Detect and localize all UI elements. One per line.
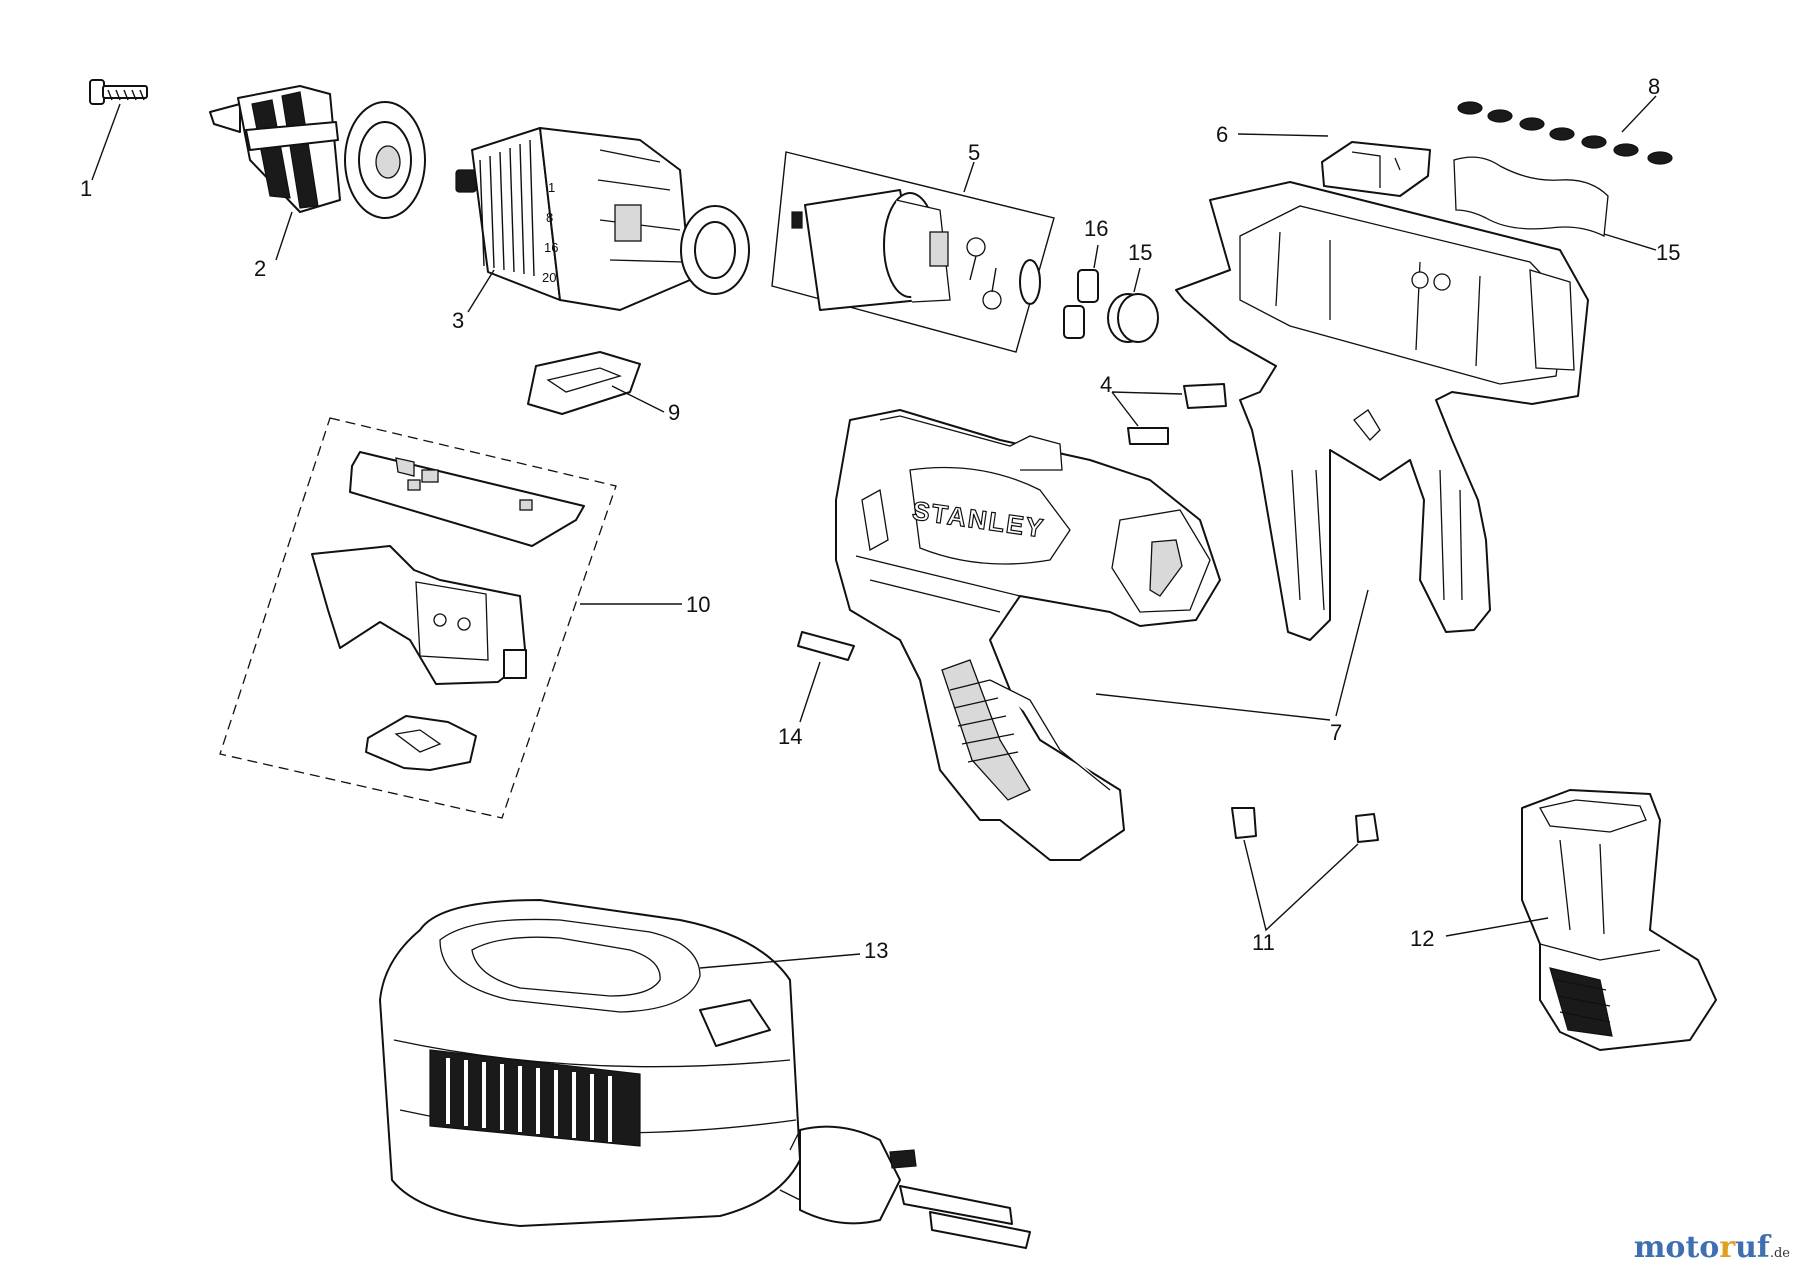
part-7-housing-right [1175, 181, 1589, 641]
callout-16: 16 [1084, 216, 1108, 241]
watermark-part-1: moto [1633, 1230, 1720, 1265]
callout-5: 5 [968, 140, 980, 165]
callout-8: 8 [1648, 74, 1660, 99]
part-4-brushes: 4 [1100, 372, 1227, 445]
part-5-motor: 5 [771, 140, 1055, 353]
clutch-marking-4: 20 [542, 270, 556, 285]
callout-15-a: 15 [1128, 240, 1152, 265]
part-12-battery: 12 [1410, 789, 1717, 1051]
clutch-marking-2: 8 [546, 210, 553, 225]
callout-1: 1 [80, 176, 92, 201]
callout-7: 7 [1330, 720, 1342, 745]
callout-12: 12 [1410, 926, 1434, 951]
part-8-screws: 8 [1457, 74, 1673, 165]
part-14-plate: 14 [778, 631, 855, 749]
part-9-button: 9 [527, 351, 680, 425]
watermark-part-3: uf [1735, 1230, 1770, 1265]
part-7-housing-left: STANLEY 7 [835, 409, 1369, 861]
callout-9: 9 [668, 400, 680, 425]
clutch-marking-1: 1 [548, 180, 555, 195]
watermark-logo: motoruf.de [1634, 1230, 1790, 1265]
callout-3: 3 [452, 308, 464, 333]
part-10-switch: 10 [219, 417, 710, 819]
callout-4: 4 [1100, 372, 1112, 397]
part-1-screw: 1 [80, 79, 148, 201]
part-13-charger: 13 [379, 899, 1031, 1249]
callout-10: 10 [686, 592, 710, 617]
part-16-bushings: 16 [1063, 216, 1108, 339]
callout-14: 14 [778, 724, 802, 749]
watermark-tld: .de [1769, 1246, 1790, 1261]
part-3-gearbox: 1 8 16 20 3 [452, 127, 750, 333]
watermark-part-2: r [1719, 1230, 1736, 1265]
part-6-cap: 6 [1216, 122, 1431, 197]
part-15-label: 15 [1453, 156, 1680, 265]
part-15-ring: 15 [1107, 240, 1159, 343]
callout-13: 13 [864, 938, 888, 963]
callout-15-b: 15 [1656, 240, 1680, 265]
part-2-chuck: 2 [209, 85, 426, 281]
part-11-terminals: 11 [1231, 807, 1379, 955]
callout-6: 6 [1216, 122, 1228, 147]
callout-11: 11 [1252, 930, 1275, 955]
callout-2: 2 [254, 256, 266, 281]
clutch-marking-3: 16 [544, 240, 558, 255]
